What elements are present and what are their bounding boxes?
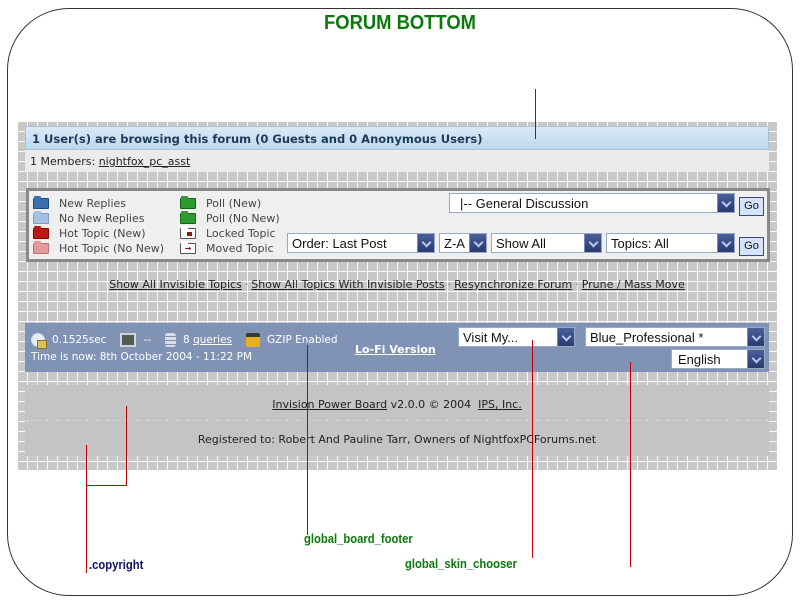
annotation-line (86, 485, 127, 486)
folder-no-new-replies-icon (33, 211, 49, 224)
invision-power-board-link[interactable]: Invision Power Board (272, 398, 388, 411)
folder-locked-topic-icon (180, 226, 196, 239)
legend-item: Hot Topic (New) (33, 226, 164, 241)
page-title: FORUM BOTTOM (324, 12, 476, 34)
annotation-line (630, 362, 631, 567)
legend-column-2: Poll (New) Poll (No New) Locked Topic →M… (180, 196, 280, 256)
quick-nav-select[interactable]: Visit My... (458, 327, 575, 347)
lofi-version-link[interactable]: Lo-Fi Version (355, 343, 436, 356)
ips-inc-link[interactable]: IPS, Inc. (478, 398, 522, 411)
skin-chooser-annotation: global_skin_chooser (405, 557, 517, 571)
prune-mass-move-link[interactable]: Prune / Mass Move (581, 278, 685, 291)
sort-order-select[interactable]: Order: Last Post (287, 233, 435, 253)
forum-jump-select[interactable]: |-- General Discussion (449, 193, 735, 213)
folder-poll-new-icon (180, 196, 196, 209)
language-chooser-select[interactable]: English (671, 349, 765, 369)
legend-column-1: New Replies No New Replies Hot Topic (Ne… (33, 196, 164, 256)
annotation-line (535, 89, 536, 139)
clock-icon (31, 333, 47, 349)
chevron-down-icon (584, 234, 601, 252)
legend-item: Poll (New) (180, 196, 280, 211)
folder-new-replies-icon (33, 196, 49, 209)
topics-filter-select[interactable]: Topics: All (606, 233, 735, 253)
skin-chooser-select[interactable]: Blue_Professional * (585, 327, 765, 347)
current-time: Time is now: 8th October 2004 - 11:22 PM (31, 351, 253, 363)
folder-hot-topic-new-icon (33, 226, 49, 239)
sort-go-button[interactable]: Go (739, 237, 764, 256)
member-link[interactable]: nightfox_pc_asst (98, 155, 191, 168)
active-users-header: 1 User(s) are browsing this forum (0 Gue… (25, 126, 769, 150)
copyright-annotation: .copyright (89, 558, 144, 572)
board-footer-annotation: global_board_footer (304, 532, 413, 546)
queries-link[interactable]: queries (193, 334, 233, 346)
forum-jump-go-button[interactable]: Go (739, 197, 764, 216)
chevron-down-icon (717, 194, 734, 212)
copyright-row: Invision Power Board v2.0.0 © 2004 IPS, … (25, 385, 769, 420)
annotation-line (126, 406, 127, 486)
annotation-line (86, 445, 87, 573)
annotation-line (307, 345, 308, 535)
folder-moved-topic-icon: → (180, 241, 196, 254)
folder-hot-topic-no-new-icon (33, 241, 49, 254)
chevron-down-icon (417, 234, 434, 252)
annotation-line (532, 340, 533, 558)
show-invisible-topics-link[interactable]: Show All Invisible Topics (109, 278, 242, 291)
chevron-down-icon (747, 350, 764, 368)
legend-item: →Moved Topic (180, 241, 280, 256)
gzip-icon (246, 333, 261, 347)
chevron-down-icon (747, 328, 764, 346)
legend-item: No New Replies (33, 211, 164, 226)
moderator-links: Show All Invisible Topics·Show All Topic… (109, 278, 685, 291)
show-filter-select[interactable]: Show All (491, 233, 602, 253)
legend-item: New Replies (33, 196, 164, 211)
board-stats: 0.1525sec -- 8 queries GZIP Enabled (31, 333, 338, 349)
sort-direction-select[interactable]: Z-A (439, 233, 487, 253)
legend-item: Poll (No New) (180, 211, 280, 226)
legend-item: Locked Topic (180, 226, 280, 241)
members-label: 1 Members: (30, 155, 96, 168)
server-load-icon (120, 333, 137, 347)
show-topics-invisible-posts-link[interactable]: Show All Topics With Invisible Posts (251, 278, 445, 291)
active-members-row: 1 Members: nightfox_pc_asst (25, 150, 769, 172)
resynchronize-forum-link[interactable]: Resynchronize Forum (454, 278, 573, 291)
chevron-down-icon (557, 328, 574, 346)
legend-item: Hot Topic (No New) (33, 241, 164, 256)
database-icon (165, 333, 177, 347)
registered-to-row: Registered to: Robert And Pauline Tarr, … (25, 421, 769, 456)
chevron-down-icon (469, 234, 486, 252)
folder-poll-no-new-icon (180, 211, 196, 224)
chevron-down-icon (717, 234, 734, 252)
